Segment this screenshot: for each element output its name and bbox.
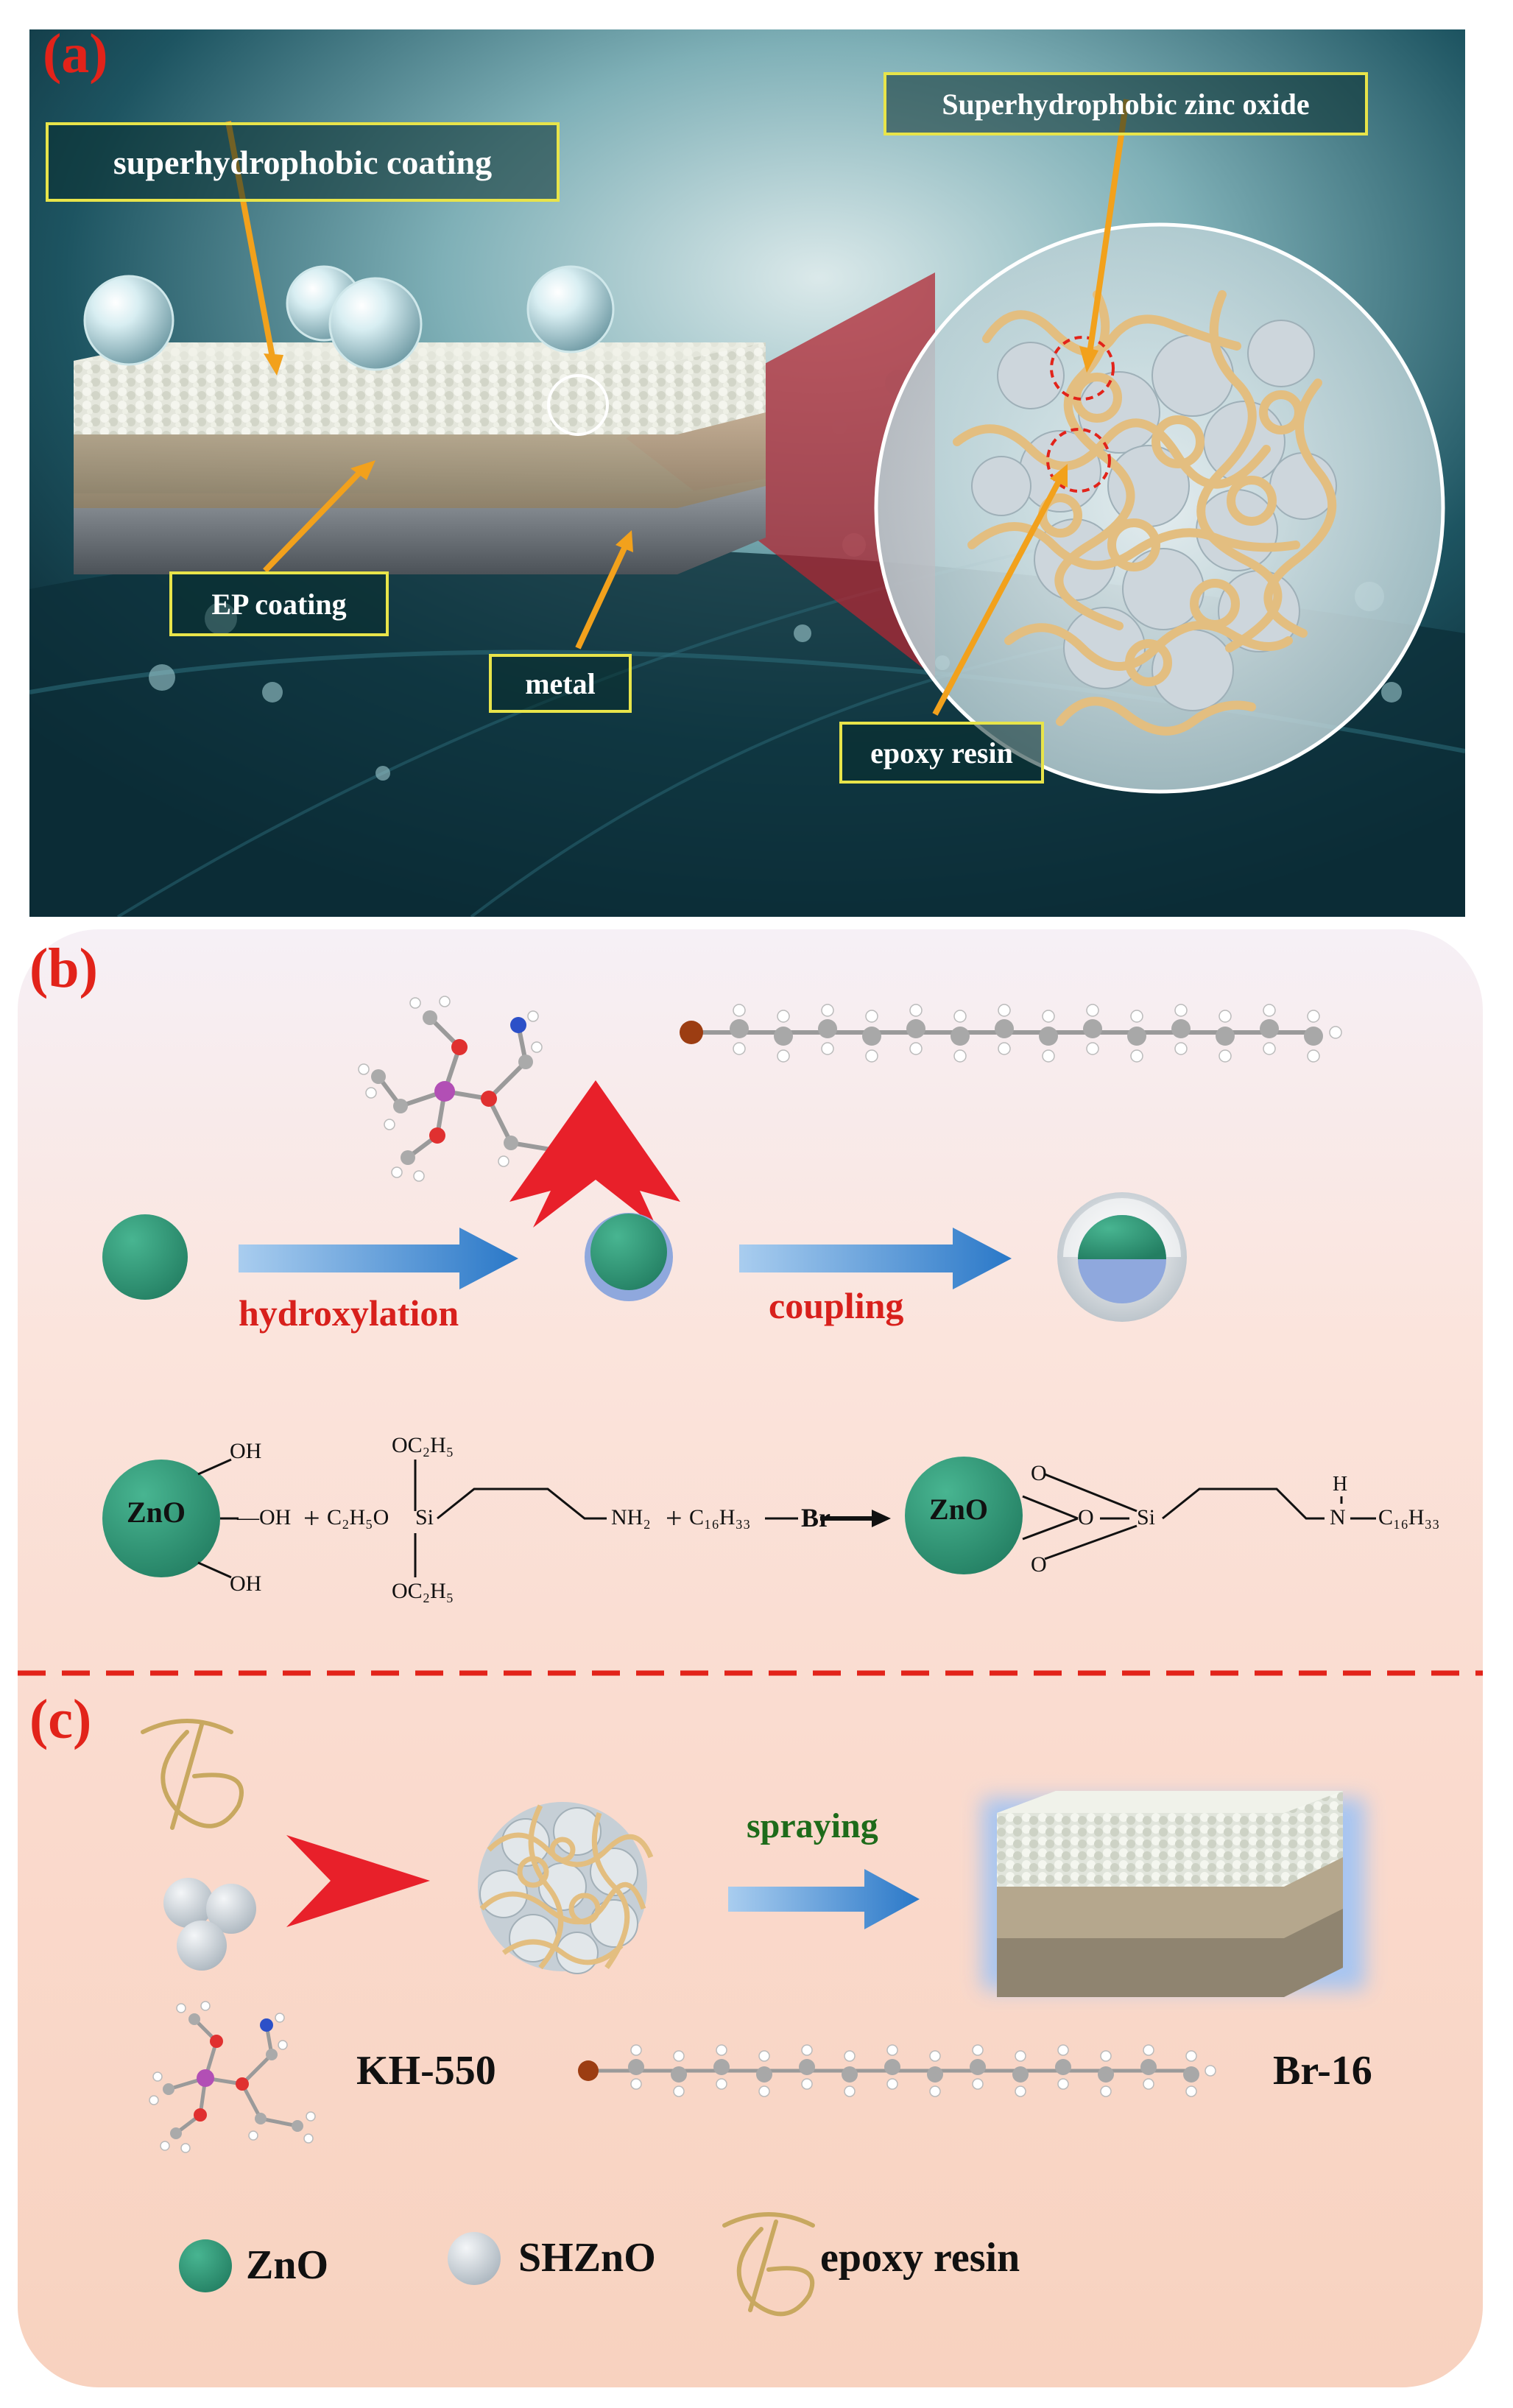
magnified-particle — [874, 222, 1445, 794]
eq-c2h5o: C₂H₅O — [327, 1505, 389, 1529]
equation-graphics — [102, 1457, 1376, 1579]
eq-c16h33: C₁₆H₃₃ — [689, 1505, 751, 1529]
shzno-cluster — [163, 1878, 256, 1971]
legend-shzno-label: SHZnO — [518, 2235, 656, 2281]
label-superhydrophobic-zinc-oxide: Superhydrophobic zinc oxide — [884, 72, 1368, 135]
composite-particle — [478, 1802, 654, 1974]
eq-o-bottom: O — [1031, 1552, 1047, 1577]
kh550-molecule-bottom — [149, 2001, 316, 2153]
legend-shzno-icon — [448, 2232, 501, 2285]
label-metal: metal — [489, 654, 632, 713]
eq-c16h33-end: C₁₆H₃₃ — [1378, 1505, 1440, 1529]
eq-plus-2: + — [666, 1502, 683, 1535]
arrow-coupling — [739, 1228, 1012, 1289]
water-droplets — [83, 265, 615, 371]
red-down-arrow — [509, 1080, 680, 1228]
eq-oh-mid: —OH — [237, 1505, 292, 1529]
eq-zno-right: ZnO — [929, 1493, 989, 1526]
label-epoxy-resin: epoxy resin — [839, 722, 1044, 784]
legend-epoxy-icon — [722, 2212, 815, 2317]
kh550-molecule-top — [358, 996, 576, 1182]
eq-oc2h5-bottom: OC₂H₅ — [392, 1579, 454, 1603]
hydroxylated-particle — [585, 1213, 673, 1301]
panel-bc: (b) hydroxylation coupling ZnO OH —OH OH… — [18, 929, 1483, 2387]
coating-block — [74, 342, 766, 574]
eq-o-mid: O — [1078, 1505, 1094, 1529]
coated-substrate — [982, 1791, 1365, 1997]
label-superhydrophobic-coating: superhydrophobic coating — [46, 122, 560, 202]
eq-h: H — [1333, 1473, 1348, 1496]
coupled-particle — [1057, 1192, 1187, 1322]
panel-b-letter: (b) — [29, 937, 98, 999]
arrow-spraying — [728, 1869, 920, 1929]
legend-epoxy-label: epoxy resin — [820, 2235, 1020, 2281]
eq-nh2: NH₂ — [611, 1505, 651, 1529]
label-br16: Br-16 — [1273, 2048, 1372, 2094]
panel-a-letter: (a) — [43, 29, 108, 85]
step-coupling: coupling — [769, 1285, 904, 1326]
arrow-hydroxylation — [239, 1228, 518, 1289]
eq-oh-bottom: OH — [230, 1571, 262, 1596]
step-hydroxylation: hydroxylation — [239, 1292, 459, 1334]
epoxy-resin-icon-top — [141, 1719, 244, 1830]
legend-zno-icon — [179, 2239, 232, 2292]
label-ep-coating: EP coating — [169, 571, 389, 636]
panel-bc-illustration — [18, 929, 1483, 2387]
eq-zno-left: ZnO — [127, 1496, 186, 1529]
eq-oc2h5-top: OC₂H₅ — [392, 1433, 454, 1457]
eq-br: Br — [801, 1503, 830, 1532]
panel-a-illustration — [29, 29, 1465, 917]
red-right-arrow — [286, 1835, 430, 1927]
eq-plus-1: + — [303, 1502, 320, 1535]
eq-o-top: O — [1031, 1461, 1047, 1485]
br16-chain-top — [680, 1004, 1342, 1063]
panel-c-letter: (c) — [29, 1689, 92, 1750]
eq-n: N — [1330, 1505, 1346, 1529]
legend-zno-label: ZnO — [246, 2242, 329, 2288]
step-spraying: spraying — [747, 1806, 878, 1845]
eq-oh-top: OH — [230, 1439, 262, 1463]
eq-si-left: Si — [415, 1505, 434, 1529]
panel-a: (a) superhydrophobic coating Superhydrop… — [29, 29, 1465, 917]
eq-si-right: Si — [1137, 1505, 1156, 1529]
br16-chain-bottom — [578, 2044, 1216, 2097]
zno-particle — [102, 1214, 188, 1300]
label-kh550: KH-550 — [356, 2048, 496, 2094]
